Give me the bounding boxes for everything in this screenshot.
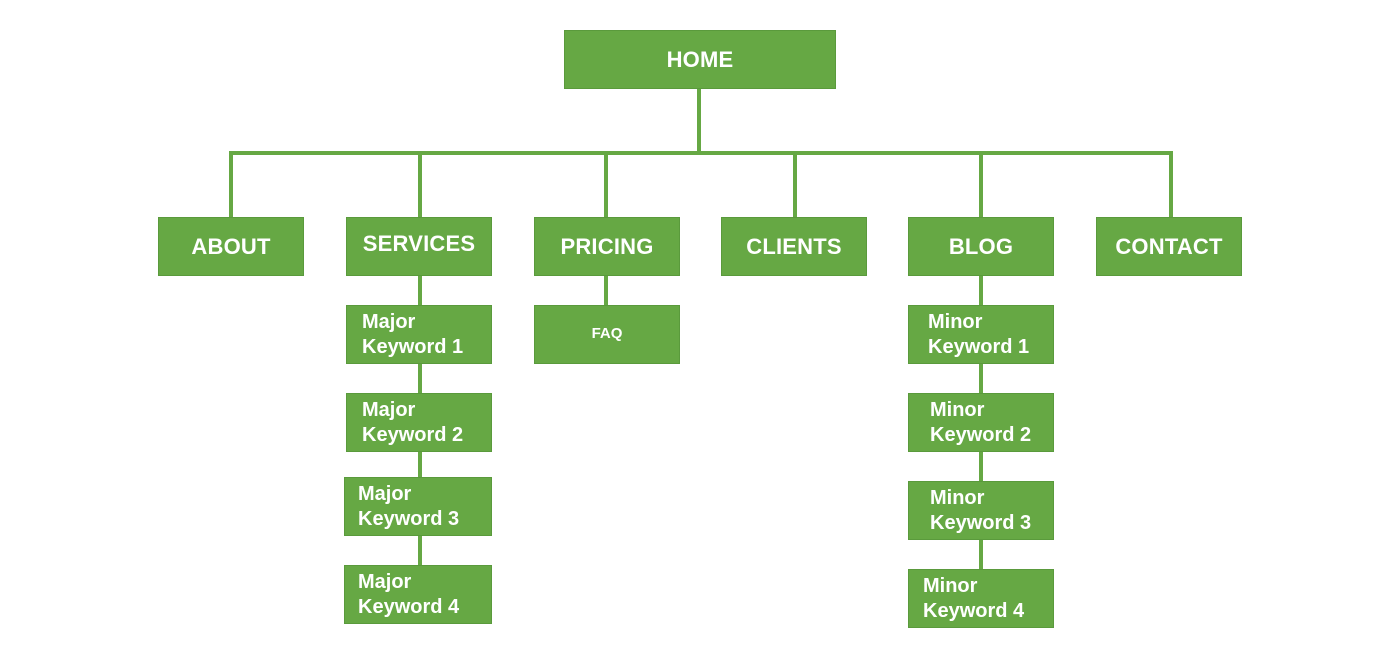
node-major-keyword-4: Major Keyword 4: [344, 565, 492, 624]
node-clients: CLIENTS: [721, 217, 867, 276]
node-services: SERVICES: [346, 217, 492, 276]
node-major-keyword-1: Major Keyword 1: [346, 305, 492, 364]
node-contact: CONTACT: [1096, 217, 1242, 276]
node-pricing: PRICING: [534, 217, 680, 276]
node-minor-keyword-4: Minor Keyword 4: [908, 569, 1054, 628]
node-faq: FAQ: [534, 305, 680, 364]
node-major-keyword-2: Major Keyword 2: [346, 393, 492, 452]
node-minor-keyword-1: Minor Keyword 1: [908, 305, 1054, 364]
node-about: ABOUT: [158, 217, 304, 276]
node-home: HOME: [564, 30, 836, 89]
node-blog: BLOG: [908, 217, 1054, 276]
node-minor-keyword-3: Minor Keyword 3: [908, 481, 1054, 540]
node-major-keyword-3: Major Keyword 3: [344, 477, 492, 536]
node-minor-keyword-2: Minor Keyword 2: [908, 393, 1054, 452]
